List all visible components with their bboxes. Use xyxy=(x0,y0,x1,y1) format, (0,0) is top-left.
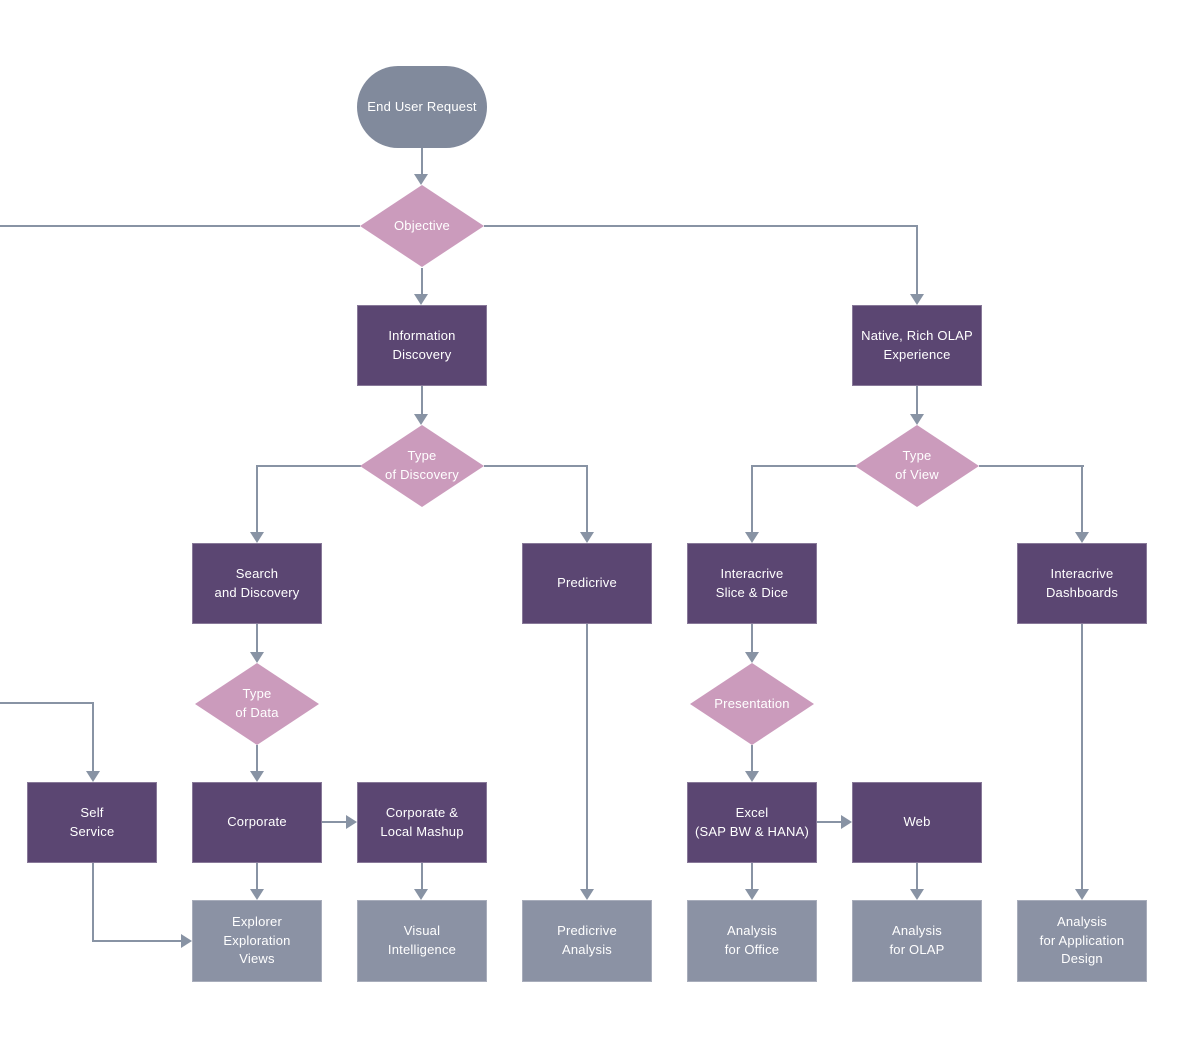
arrowhead-into-analysis-office xyxy=(745,889,759,900)
edge-typeofdata-to-corporate xyxy=(256,745,258,773)
arrowhead-into-type-of-data xyxy=(250,652,264,663)
edge-selfservice-to-explorer xyxy=(92,940,182,942)
node-information-discovery: Information Discovery xyxy=(357,305,487,386)
edge-mashup-to-visual-intelligence xyxy=(421,863,423,891)
arrowhead-selfservice-into-explorer xyxy=(181,934,192,948)
node-analysis-for-application-design: Analysis for Application Design xyxy=(1017,900,1147,982)
arrowhead-into-application-design xyxy=(1075,889,1089,900)
edge-typeofview-right xyxy=(979,465,1084,467)
node-type-of-discovery: Type of Discovery xyxy=(360,425,484,507)
node-corporate: Corporate xyxy=(192,782,322,863)
node-corporate-and-local-mashup: Corporate & Local Mashup xyxy=(357,782,487,863)
node-presentation: Presentation xyxy=(690,663,814,745)
arrowhead-into-search-and-discovery xyxy=(250,532,264,543)
arrowhead-into-type-of-view xyxy=(910,414,924,425)
edge-request-to-objective xyxy=(421,148,423,176)
arrowhead-into-predicrive-analysis xyxy=(580,889,594,900)
edge-objective-to-information-discovery xyxy=(421,268,423,296)
edge-corporate-to-explorer xyxy=(256,863,258,891)
node-web: Web xyxy=(852,782,982,863)
edge-presentation-to-excel xyxy=(751,745,753,773)
arrowhead-into-analysis-olap xyxy=(910,889,924,900)
arrowhead-into-excel xyxy=(745,771,759,782)
node-visual-intelligence: Visual Intelligence xyxy=(357,900,487,982)
arrowhead-into-native-olap xyxy=(910,294,924,305)
node-excel-sap-bw-hana: Excel (SAP BW & HANA) xyxy=(687,782,817,863)
edge-web-to-analysis-olap xyxy=(916,863,918,891)
node-explorer-exploration-views: Explorer Exploration Views xyxy=(192,900,322,982)
arrowhead-into-mashup xyxy=(346,815,357,829)
node-type-of-view: Type of View xyxy=(855,425,979,507)
arrowhead-into-visual-intelligence xyxy=(414,889,428,900)
edge-to-slice-and-dice xyxy=(751,465,753,534)
arrowhead-into-predicrive xyxy=(580,532,594,543)
arrowhead-into-dashboards xyxy=(1075,532,1089,543)
edge-infodiscovery-to-typeofdiscovery xyxy=(421,386,423,416)
arrowhead-into-self-service xyxy=(86,771,100,782)
node-objective: Objective xyxy=(360,185,484,267)
edge-predicrive-to-predicrive-analysis xyxy=(586,624,588,891)
edge-down-to-self-service xyxy=(92,702,94,773)
node-type-of-data: Type of Data xyxy=(195,663,319,745)
edge-objective-to-native-olap xyxy=(916,225,918,296)
edge-slicedice-to-presentation xyxy=(751,624,753,654)
node-predicrive-analysis: Predicrive Analysis xyxy=(522,900,652,982)
edge-nativeolap-to-typeofview xyxy=(916,386,918,416)
edge-search-to-typeofdata xyxy=(256,624,258,654)
edge-corporate-to-mashup xyxy=(322,821,348,823)
edge-typeofdiscovery-right xyxy=(484,465,588,467)
node-analysis-for-olap: Analysis for OLAP xyxy=(852,900,982,982)
arrowhead-into-objective xyxy=(414,174,428,185)
edge-excel-to-web xyxy=(817,821,843,823)
edge-typeofdiscovery-left xyxy=(257,465,361,467)
node-predicrive: Predicrive xyxy=(522,543,652,624)
arrowhead-into-slice-and-dice xyxy=(745,532,759,543)
arrowhead-into-corporate xyxy=(250,771,264,782)
edge-objective-right xyxy=(484,225,918,227)
node-interacrive-slice-and-dice: Interacrive Slice & Dice xyxy=(687,543,817,624)
node-analysis-for-office: Analysis for Office xyxy=(687,900,817,982)
arrowhead-into-explorer xyxy=(250,889,264,900)
edge-to-dashboards xyxy=(1081,465,1083,534)
edge-excel-to-analysis-office xyxy=(751,863,753,891)
node-interacrive-dashboards: Interacrive Dashboards xyxy=(1017,543,1147,624)
edge-selfservice-down xyxy=(92,863,94,942)
edge-objective-offscreen-left xyxy=(0,225,360,227)
edge-offscreen-left-to-self-service xyxy=(0,702,94,704)
node-end-user-request: End User Request xyxy=(357,66,487,148)
arrowhead-into-presentation xyxy=(745,652,759,663)
node-self-service: Self Service xyxy=(27,782,157,863)
edge-to-predicrive xyxy=(586,465,588,534)
arrowhead-into-web xyxy=(841,815,852,829)
arrowhead-into-type-of-discovery xyxy=(414,414,428,425)
node-native-rich-olap-experience: Native, Rich OLAP Experience xyxy=(852,305,982,386)
edge-to-search-and-discovery xyxy=(256,465,258,534)
edge-typeofview-left xyxy=(752,465,856,467)
arrowhead-into-information-discovery xyxy=(414,294,428,305)
edge-dashboards-to-application-design xyxy=(1081,624,1083,891)
node-search-and-discovery: Search and Discovery xyxy=(192,543,322,624)
